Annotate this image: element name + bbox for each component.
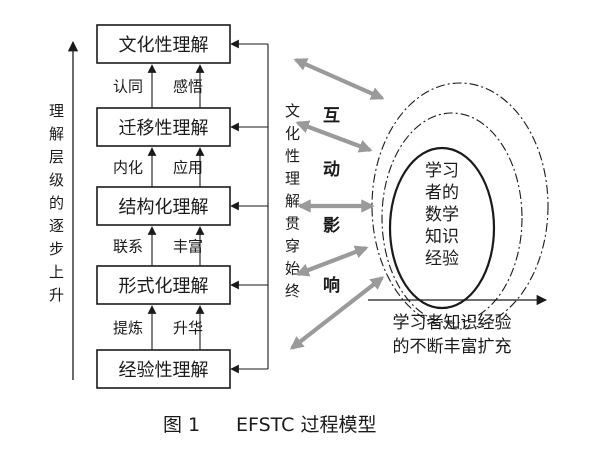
level-ascent-label: 理解层级的逐步上升 (49, 102, 64, 304)
level-box: 形式化理解 (96, 265, 231, 305)
interaction-char: 响 (323, 275, 340, 296)
throughout-bracket (230, 39, 269, 374)
figure-number: 图 1 (163, 414, 200, 436)
expansion-line: 的不断丰富扩充 (393, 337, 512, 357)
connector: 内化 应用 (113, 147, 205, 187)
interaction-arrow (293, 58, 385, 100)
interaction-char: 互 (323, 106, 340, 126)
connector: 认同 感悟 (113, 64, 205, 108)
interaction-char: 影 (323, 216, 340, 236)
interaction-char: 动 (323, 160, 340, 180)
learner-knowledge-ellipses (371, 82, 549, 330)
connector-label: 联系 (113, 238, 143, 256)
figure-caption: 图 1 EFSTC 过程模型 (163, 414, 376, 436)
level-box: 迁移性理解 (96, 107, 231, 147)
level-box-frame (96, 107, 231, 147)
level-box-frame (96, 186, 231, 226)
learner-line: 学习 (425, 161, 459, 181)
level-label: 经验性理解 (119, 360, 209, 381)
level-label: 结构化理解 (119, 197, 209, 218)
level-label: 文化性理解 (119, 35, 209, 56)
connector: 提炼 升华 (113, 305, 205, 350)
interaction-arrows (289, 58, 385, 350)
level-box: 文化性理解 (96, 24, 231, 64)
connector-label: 提炼 (113, 319, 143, 337)
connector-label: 升华 (173, 319, 203, 337)
learner-line: 知识 (425, 227, 459, 247)
level-box-frame (96, 349, 231, 389)
connector-label: 丰富 (173, 238, 203, 256)
learner-line: 数学 (425, 205, 459, 225)
interaction-arrow (289, 276, 385, 350)
level-box-frame (96, 265, 231, 305)
level-label: 迁移性理解 (119, 118, 209, 139)
learner-line: 经验 (425, 249, 459, 269)
connector-label: 内化 (113, 159, 143, 177)
learner-core-ellipse (388, 146, 496, 310)
level-box: 经验性理解 (96, 349, 231, 389)
level-box-frame (96, 24, 231, 64)
level-box: 结构化理解 (96, 186, 231, 226)
middle-expansion-ellipse (381, 112, 523, 324)
connector-label: 应用 (173, 159, 203, 177)
figure-title: EFSTC 过程模型 (236, 414, 376, 436)
level-label: 形式化理解 (119, 276, 209, 297)
learner-line: 者的 (425, 183, 459, 203)
expansion-line: 学习者知识经验 (393, 313, 512, 333)
throughout-text: 文化性理解贯穿始终 (285, 102, 300, 300)
throughout-label: 文化性理解贯穿始终 (285, 102, 300, 300)
interaction-arrow (295, 120, 373, 153)
interaction-arrow (295, 245, 369, 277)
outer-expansion-ellipse (371, 82, 549, 330)
connector-label: 认同 (113, 78, 143, 96)
connector-label: 感悟 (173, 78, 203, 96)
connector: 联系 丰富 (113, 226, 205, 266)
